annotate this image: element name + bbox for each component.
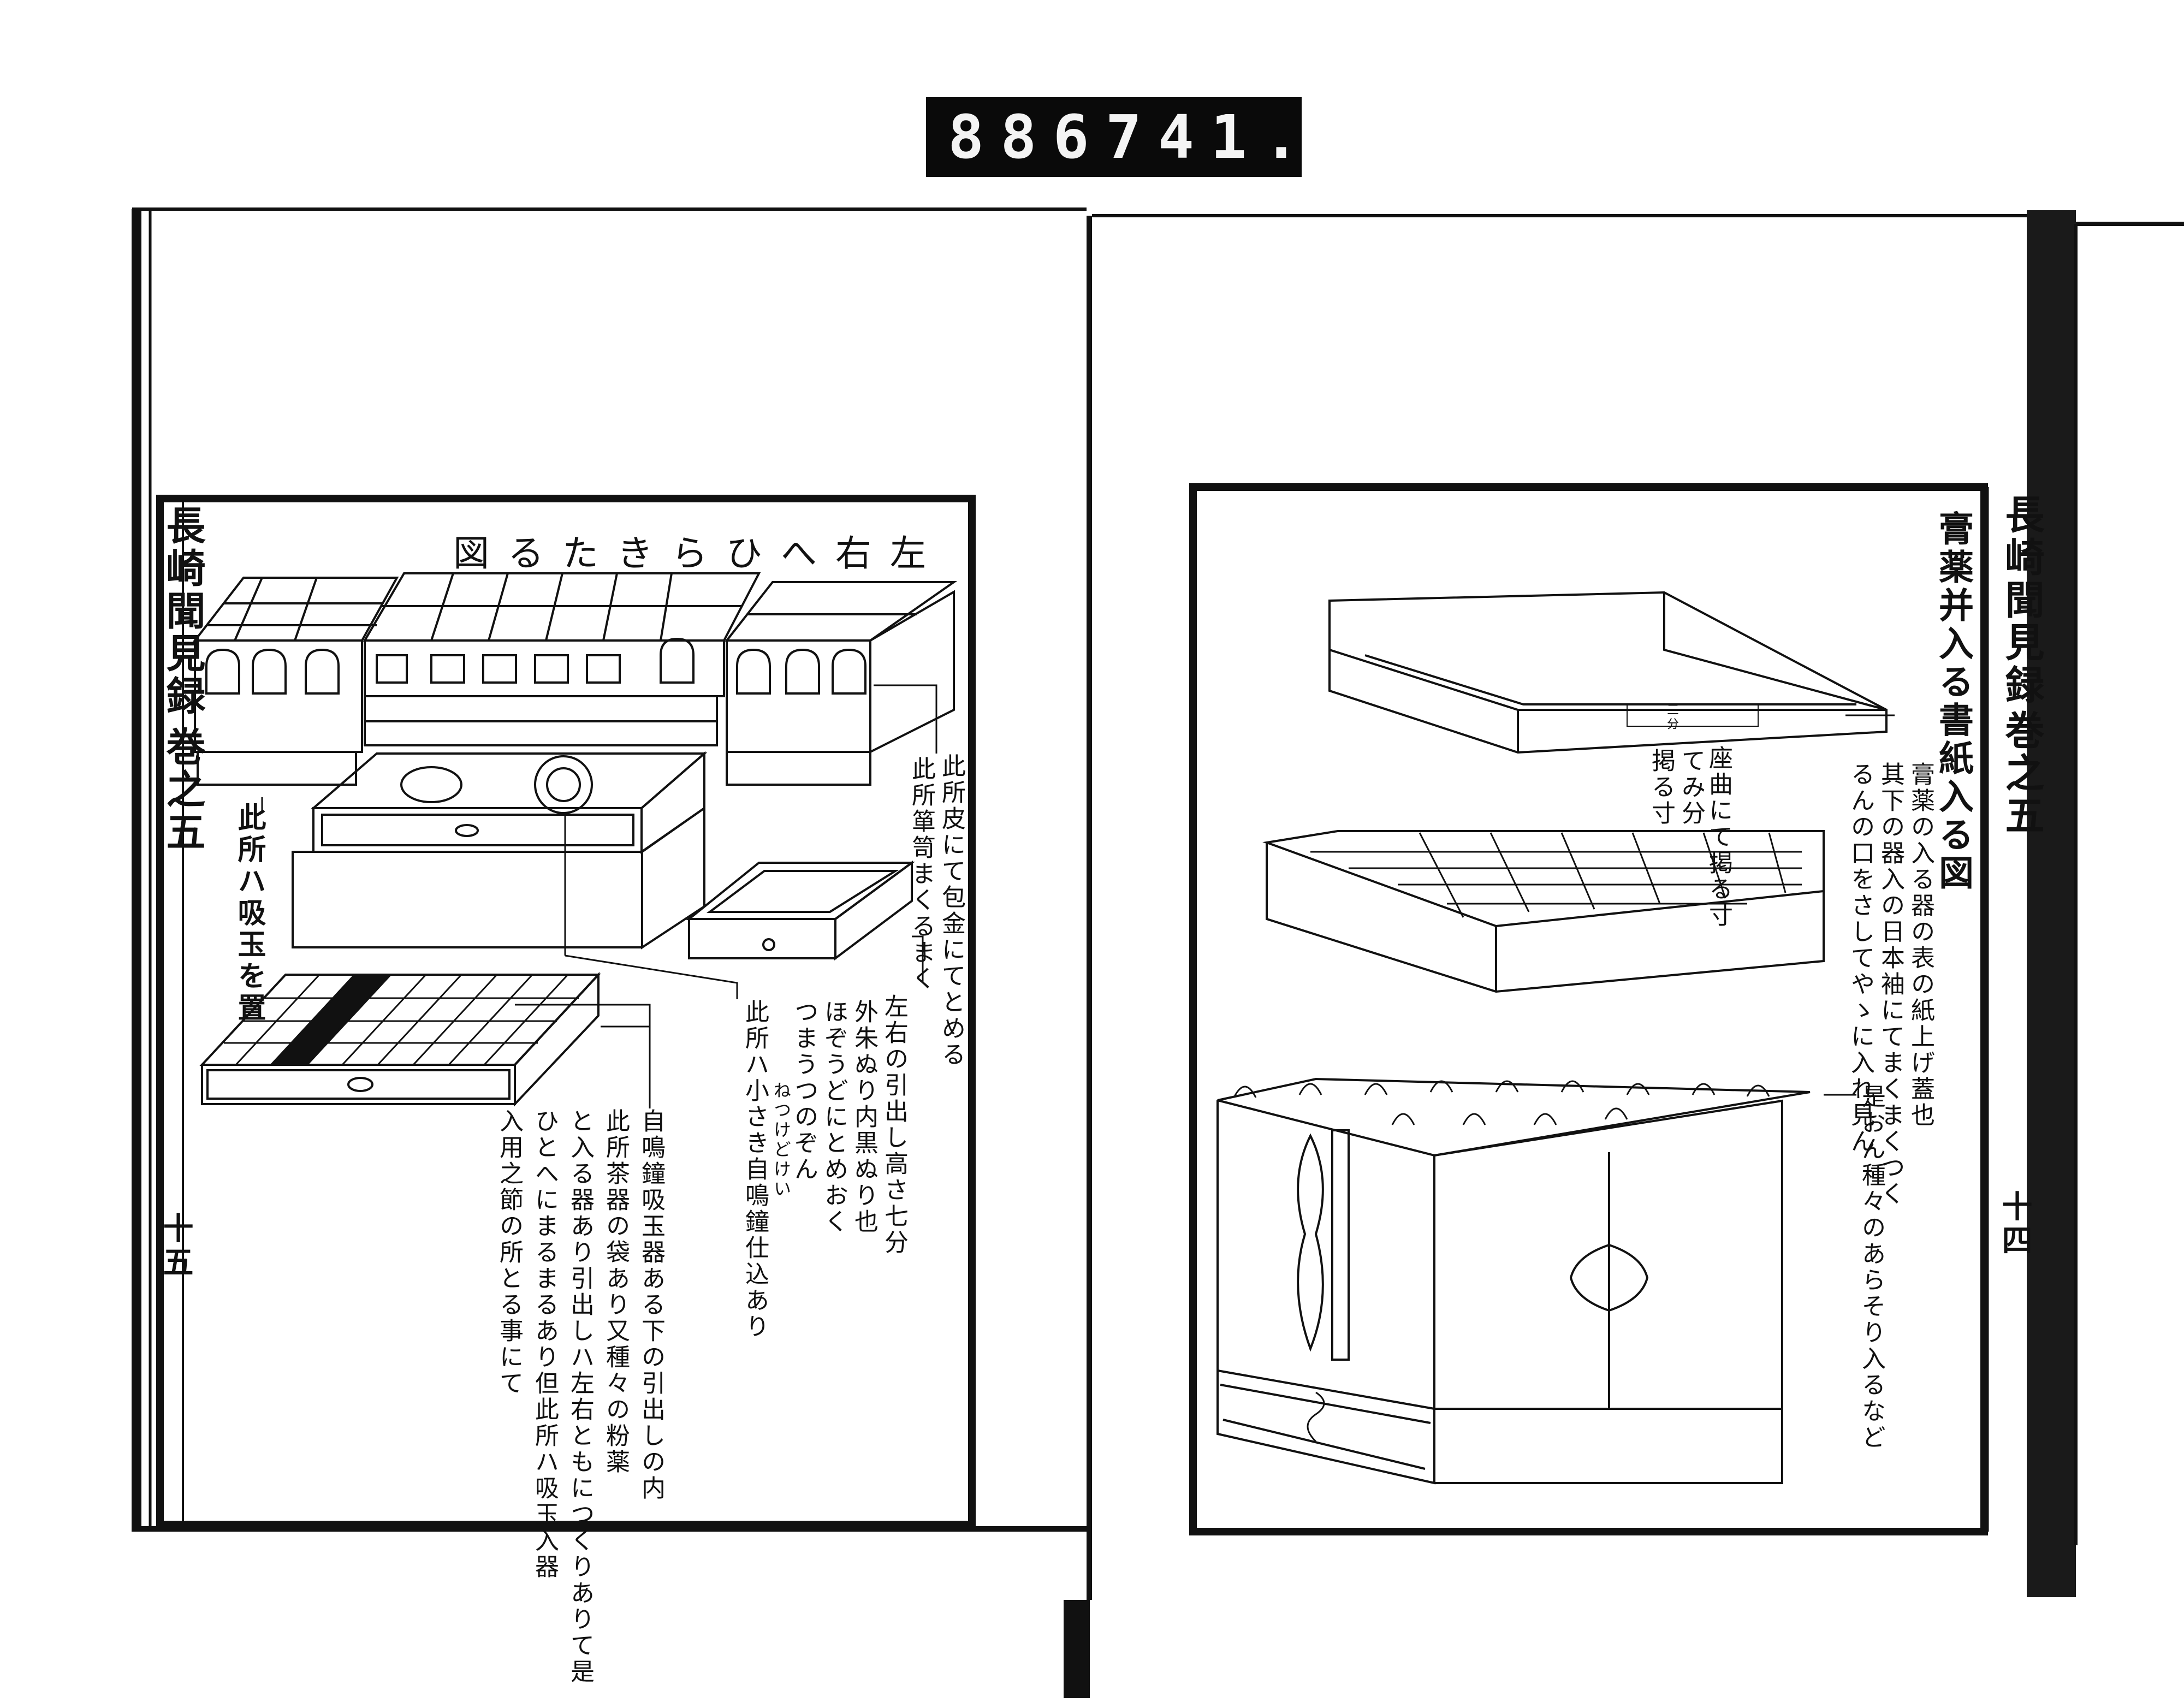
paragraph-line-4: ひとへにまるまるあり但此所ハ吸玉入器 [531,1108,559,1580]
hinge-ornament [1297,1133,1324,1352]
left-margin-page-number: 十五 [158,1212,194,1280]
binding-strip [1064,1600,1090,1698]
note-leather: 此所皮にて包金にてとめる [937,754,965,1068]
left-margin-book-title: 長崎聞見録 [159,505,206,718]
note-measure: てみ分 [1677,748,1705,827]
paragraph-line-2: 此所茶器の袋あり又種々の粉薬 [602,1108,630,1475]
right-margin-book-title: 長崎聞見録 [1998,494,2045,707]
paragraph-line-1: 自鳴鐘吸玉器ある下の引出しの内 [637,1108,665,1502]
note-curve: 座曲にて掲る寸 [1705,745,1732,929]
right-margin-volume: 巻之五 [1998,710,2045,838]
left-page [132,207,1087,1532]
note-opening: るんの口をさしてやゝに入れ見ん [1847,762,1874,1155]
right-page-title: 膏薬并入る書紙入る図 [1933,511,1974,893]
left-margin-volume: 巻之五 [159,726,206,854]
door-lock-plate [1569,1243,1649,1312]
right-illustration-frame [1189,483,1988,1535]
paragraph-line-5: 入用之節の所とる事にて [495,1108,523,1397]
note-height: 掲る寸 [1647,748,1675,827]
note-drawer-height: 左右の引出し高さ七分 [880,994,908,1256]
note-drawer-case: 此所箪笥まくるまく [907,756,935,992]
medicine-cabinet-open-drawing [192,572,958,1108]
medicine-tray-box [1262,830,1825,928]
note-cabinet-contents: 是おん種々のあらそり入るなど [1857,1084,1885,1451]
note-inner-case: 其下の器入の日本袖にてまくまくつく [1877,762,1904,1207]
note-clock: 此所ハ小さき自鳴鐘仕込あり [741,999,769,1340]
hole-for-suction-cup [400,766,462,803]
paragraph-line-3: と入る器あり引出しハ左右ともにつくりありて是 [566,1108,594,1685]
catalog-number-right: 741. [1105,102,1316,172]
left-page-title: 左右へひらきたる図 [453,532,945,574]
book-edge-shadow [2027,210,2076,1597]
note-fastening: ほぞうどにとめおく [820,999,848,1235]
black-compartment [269,974,393,1066]
lid-box [1328,591,1888,754]
note-clock-reading: ねつけどけい [771,1081,792,1199]
right-margin-page-number: 十四 [1997,1190,2033,1258]
left-illustration-frame [156,495,976,1528]
note-lacquer: 外朱ぬり内黒ぬり也 [850,999,878,1235]
catalog-number-left: 886 [948,102,1106,172]
note-lid: 膏薬の入る器の表の紙上げ蓋也 [1907,762,1934,1129]
note-knob: つまうつのぞん [790,999,818,1183]
catalog-number-label: 886 741. [926,97,1302,177]
cabinet-top [1217,1077,1811,1157]
figurine-niches [205,637,867,695]
note-suction-cup: 此所ハ吸玉を置 [233,803,266,1024]
plaster-boxes-drawing [1216,591,1895,1485]
tray-dimension-label: 三分 [1665,703,1678,732]
right-page [1092,210,2184,1597]
clock-dial [534,755,593,814]
